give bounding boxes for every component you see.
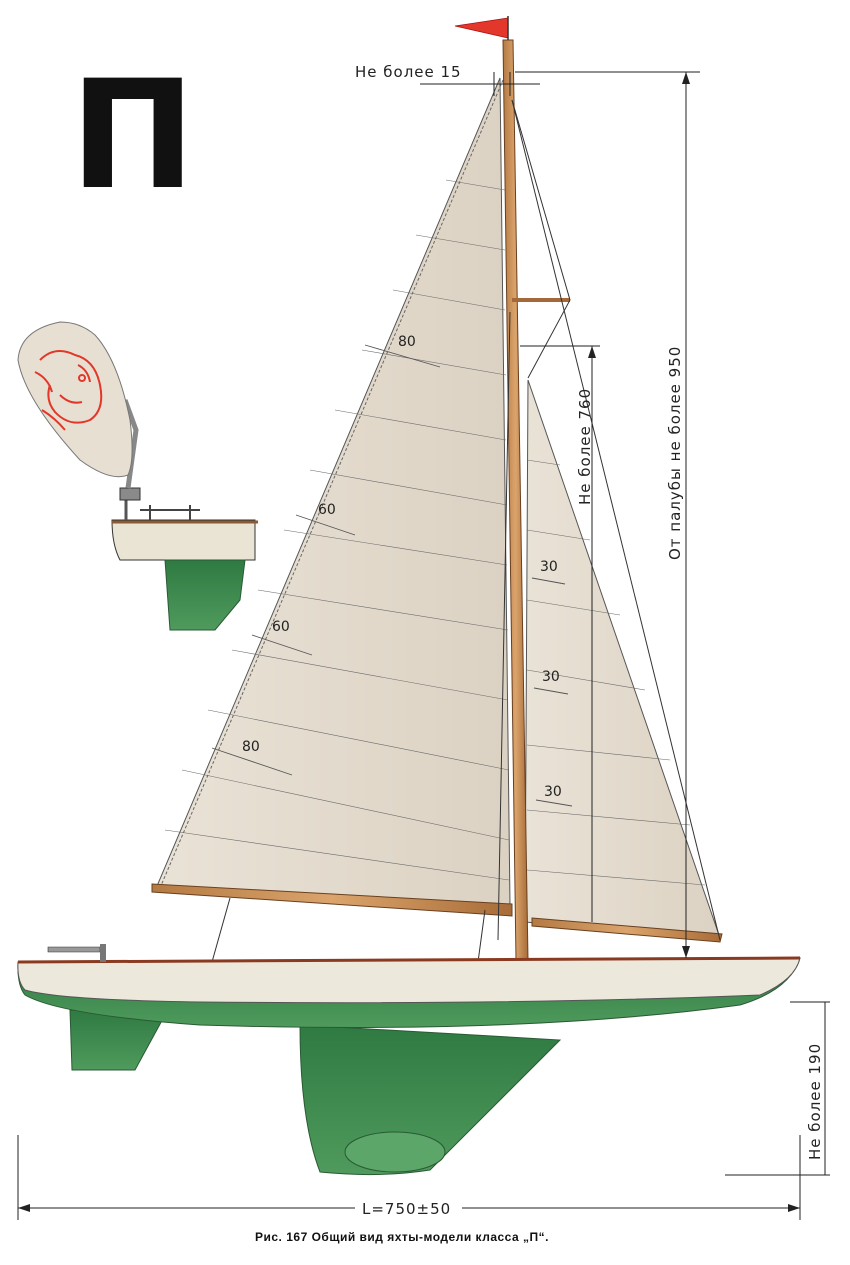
dimension-draft: Не более 190 bbox=[725, 1001, 830, 1176]
mainsail-battens bbox=[211, 344, 441, 776]
jib-batten-label: 30 bbox=[542, 669, 560, 685]
hull bbox=[17, 944, 801, 1176]
dimension-mast-height: От палубы не более 950 bbox=[515, 71, 700, 958]
figure-caption: Рис. 167 Общий вид яхты-модели класса „П… bbox=[255, 1230, 549, 1244]
masthead-flag bbox=[454, 17, 509, 39]
main-batten-label: 80 bbox=[242, 739, 260, 755]
mast-height-label: От палубы не более 950 bbox=[666, 346, 684, 560]
main-batten-label: 60 bbox=[318, 502, 336, 518]
masthead-offset-label: Не более 15 bbox=[355, 63, 462, 81]
jib-batten-label: 30 bbox=[540, 559, 558, 575]
dimension-jib-luff: Не более 760 bbox=[520, 345, 600, 922]
draft-label: Не более 190 bbox=[806, 1043, 824, 1160]
dimension-masthead-offset: Не более 15 bbox=[355, 63, 540, 96]
jib-batten-label: 30 bbox=[544, 784, 562, 800]
dimension-length: L=750±50 bbox=[17, 1135, 801, 1220]
main-boom bbox=[151, 883, 513, 917]
vane-blade bbox=[17, 321, 133, 478]
jib-luff-label: Не более 760 bbox=[576, 388, 594, 505]
rudder-detail bbox=[17, 321, 258, 631]
class-letter: П bbox=[70, 49, 196, 223]
length-label: L=750±50 bbox=[362, 1200, 451, 1218]
main-batten-label: 60 bbox=[272, 619, 290, 635]
jib bbox=[524, 379, 721, 939]
mainsail bbox=[156, 77, 511, 906]
emblem-icon bbox=[34, 350, 103, 431]
rigging bbox=[211, 99, 721, 963]
jib-boom bbox=[531, 917, 723, 943]
main-batten-label: 80 bbox=[398, 334, 416, 350]
